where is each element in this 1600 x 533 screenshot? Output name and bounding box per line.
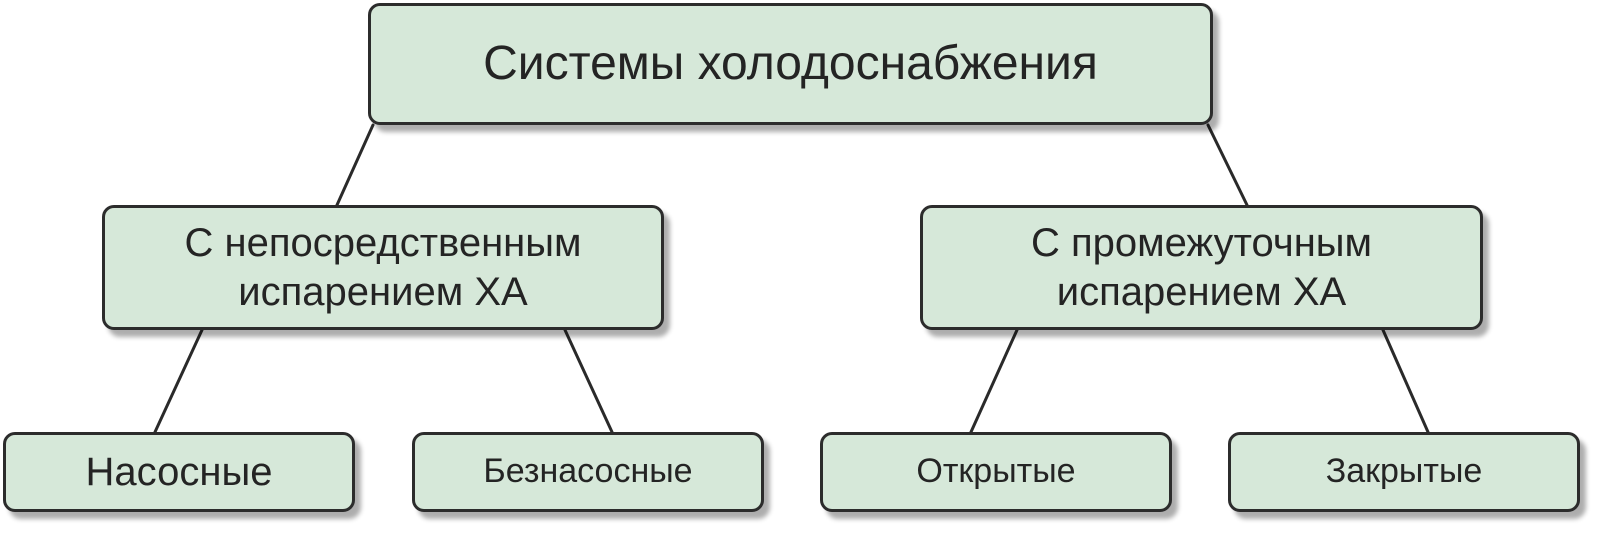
leaf-node-pump: Насосные	[3, 432, 355, 512]
connector-left-to-leaf-1	[153, 328, 204, 434]
branch-node-intermediate-evaporation: С промежуточным испарением ХА	[920, 205, 1483, 330]
connector-root-to-right	[1206, 123, 1249, 207]
leaf-node-open: Открытые	[820, 432, 1172, 512]
branch-node-direct-evaporation: С непосредственным испарением ХА	[102, 205, 664, 330]
leaf-node-open-label: Открытые	[916, 452, 1076, 490]
connector-left-to-leaf-2	[563, 328, 614, 434]
branch-node-intermediate-evaporation-label: С промежуточным испарением ХА	[1030, 220, 1373, 314]
connector-right-to-leaf-4	[1381, 328, 1430, 434]
leaf-node-pumpless: Безнасосные	[412, 432, 764, 512]
connector-root-to-left	[335, 123, 375, 207]
leaf-node-closed: Закрытые	[1228, 432, 1580, 512]
root-node: Системы холодоснабжения	[368, 3, 1213, 125]
connector-right-to-leaf-3	[969, 328, 1019, 434]
leaf-node-pumpless-label: Безнасосные	[483, 452, 693, 491]
leaf-node-pump-label: Насосные	[85, 449, 273, 494]
leaf-node-closed-label: Закрытые	[1325, 452, 1483, 490]
root-node-label: Системы холодоснабжения	[483, 36, 1098, 90]
branch-node-direct-evaporation-label: С непосредственным испарением ХА	[184, 220, 582, 314]
